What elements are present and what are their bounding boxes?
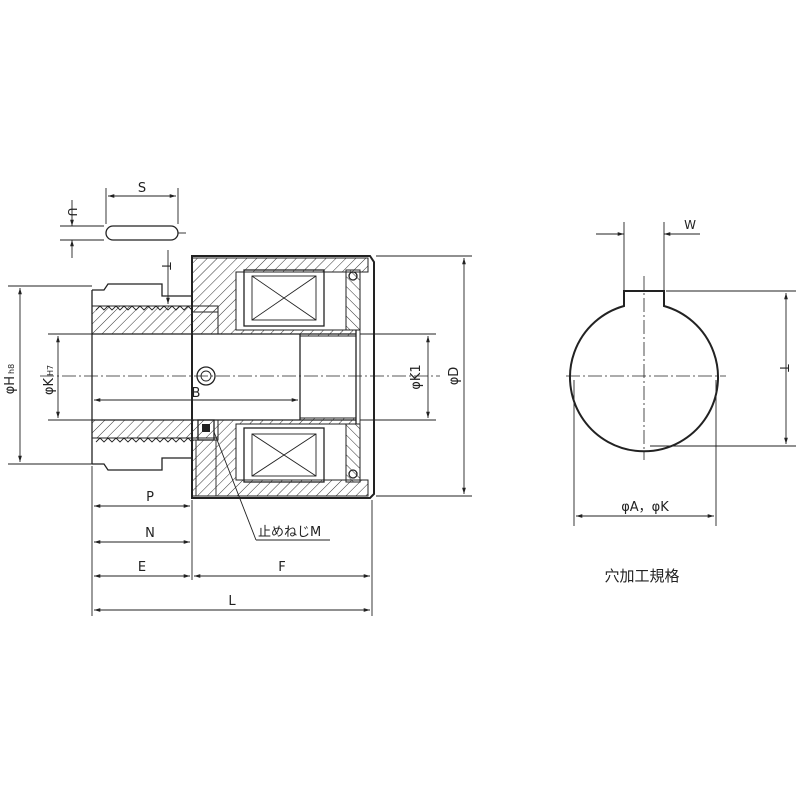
label-u: U (65, 208, 79, 217)
label-t-top: T (159, 261, 173, 270)
label-h-group: φH h8 (3, 364, 18, 395)
label-h-tol: h8 (7, 364, 16, 374)
label-s: S (138, 181, 146, 196)
label-p: P (146, 490, 154, 505)
label-k1: φK1 (409, 364, 424, 389)
label-h: φH (3, 376, 18, 394)
caption: 穴加工規格 (604, 567, 679, 585)
label-k-tol: H7 (46, 365, 55, 376)
label-k: φK (42, 378, 57, 396)
section-view (40, 255, 440, 499)
label-t-right: T (777, 363, 791, 372)
label-ak: φA，φK (621, 500, 669, 515)
dimensions-section (8, 250, 472, 616)
bore-view (566, 276, 726, 460)
label-l: L (228, 594, 236, 609)
labels: S U T φH h8 φK H7 B φK1 φD 止めねじM P N E F… (3, 181, 791, 609)
label-d: φD (447, 367, 462, 386)
label-n: N (145, 526, 155, 541)
label-e: E (138, 560, 146, 575)
label-b: B (192, 386, 201, 401)
label-k-group: φK H7 (42, 365, 57, 395)
label-w: W (684, 218, 696, 232)
key-detail (60, 188, 186, 258)
label-f: F (278, 560, 285, 575)
label-setscrew: 止めねじM (258, 525, 321, 540)
dimensions-bore (573, 222, 796, 526)
